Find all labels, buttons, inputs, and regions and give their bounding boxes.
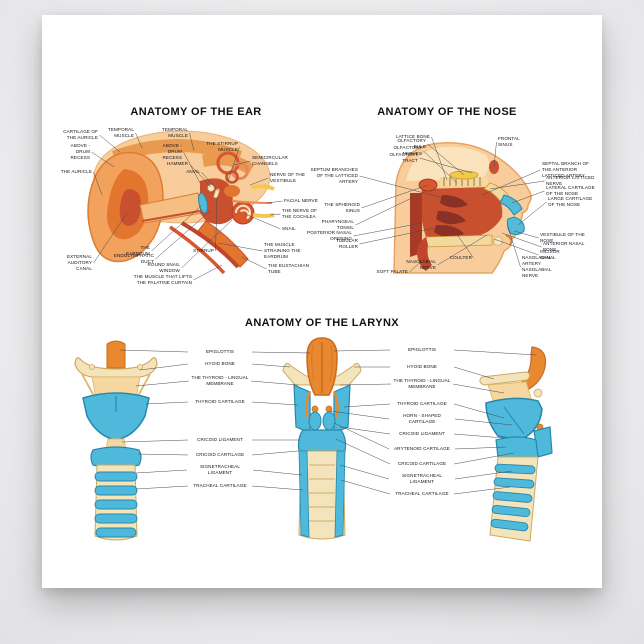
label-olfactory-nerves: OLFACTORY NERVES	[393, 145, 422, 156]
label-olfactory-tract: OLFACTORY TRACT	[389, 152, 418, 163]
label-arytenoid-cartilage: ARYTENOID CARTILAGE	[394, 446, 450, 452]
ear-section-title: ANATOMY OF THE EAR	[130, 106, 262, 118]
label-large-cartilage-of-the-nose: LARGE CARTILAGE OF THE NOSE	[548, 196, 593, 207]
label-lattice-bone: LATTICE BONE	[395, 134, 430, 140]
label-the-eustachian-tube: THE EUSTACHIAN TUBE	[268, 263, 310, 274]
label-the-auricle: THE AURICLE	[60, 169, 92, 175]
label-thyroid-cartilage: THYROID CARTILAGE	[397, 401, 447, 407]
label-septum-branches-of-the-latticed-artery: SEPTUM BRANCHES OF THE LATTICED ARTERY	[310, 167, 358, 184]
larynx-section-title: ANATOMY OF THE LARYNX	[244, 317, 400, 329]
label-anterior-nasal-bone: ANTERIOR NASAL BONE	[543, 241, 585, 252]
label-soft-palate: SOFT PALATE	[376, 269, 408, 275]
larynx-anterior-illustration	[74, 340, 158, 541]
label-lateral-cartilage-of-the-nose: LATERAL CARTILAGE OF THE NOSE	[546, 185, 595, 196]
label-the-thyroid-lingual-membrane: THE THYROID - LINGUAL MEMBRANE	[393, 378, 451, 389]
anatomy-poster: ANATOMY OF THE EAR ANATOMY OF THE NOSE A…	[42, 15, 602, 588]
label-temporal-muscle: TEMPORAL MUSCLE	[107, 127, 134, 138]
label-nasolabial-nerve: NASOLABIAL NERVE	[406, 259, 436, 270]
label-snail: SNAIL	[282, 226, 296, 232]
label-olfactory-bulb: OLFACTORY BULB	[397, 138, 426, 149]
label-epiglottis: EPIGLOTTIS	[407, 347, 437, 353]
label-hyoid-bone: HYOID BONE	[205, 361, 235, 367]
label-cricoid-ligament: CRICOID LIGAMENT	[197, 437, 243, 443]
label-tracheal-cartilage: TRACHEAL CARTILAGE	[395, 491, 449, 497]
label-the-thyroid-lingual-membrane: THE THYROID - LINGUAL MEMBRANE	[191, 375, 249, 386]
label-coulter: COULTER	[449, 255, 472, 261]
label-incisor-canal: INCISOR CANAL	[540, 249, 560, 260]
label-vestibule-of-the-nose: VESTIBULE OF THE NOSE	[540, 232, 585, 243]
label-round-snail-window: ROUND SNAIL WINDOW	[147, 262, 180, 273]
label-cricoid-cartilage: CRICOID CARTILAGE	[397, 461, 447, 467]
label-septal-branch-of-the-anterior-latticed-artery: SEPTAL BRANCH OF THE ANTERIOR LATTICED A…	[542, 161, 590, 178]
label-thyroid-cartilage: THYROID CARTILAGE	[195, 399, 245, 405]
label-above-drum-recess: ABOVE - DRUM RECESS	[70, 143, 90, 160]
label-cartilage-of-the-auricle: CARTILAGE OF THE AURICLE	[63, 129, 98, 140]
label-cricoid-cartilage: CRICOID CARTILAGE	[195, 452, 245, 458]
label-nasolabial-artery-nasolabial-nerve: NASOLABIAL ARTERY NASOLABIAL NERVE	[522, 255, 552, 278]
label-stirrup: STIRRUP	[193, 248, 214, 254]
label-cricoid-ligament: CRICOID LIGAMENT	[399, 431, 445, 437]
larynx-posterior-illustration	[282, 337, 362, 540]
label-the-sphenoid-sinus: THE SPHENOID SINUS	[324, 202, 360, 213]
label-the-muscle-that-lifts-the-palatine-curtain: THE MUSCLE THAT LIFTS THE PALATINE CURTA…	[133, 274, 192, 285]
label-frontal-sinus: FRONTAL SINUS	[498, 136, 520, 147]
label-anvil: ANVIL	[186, 169, 200, 175]
label-tubular-roller: TUBULAR ROLLER	[335, 238, 358, 249]
label-signetracheal-ligament: SIGNETRACHEAL LIGAMENT	[199, 464, 241, 475]
diagram-labels-layer: CARTILAGE OF THE AURICLE ABOVE - DRUM REC…	[42, 15, 602, 588]
label-hammer: HAMMER	[166, 161, 188, 167]
label-pharyngeal-tonsil: PHARYNGEAL TONSIL	[321, 219, 354, 230]
label-anterior-latticed-nerve: ANTERIOR LATTICED NERVE	[546, 175, 595, 186]
label-the-eardrum: THE EARDRUM	[126, 245, 150, 256]
label-posterior-nasal-opening: POSTERIOR NASAL OPENING	[307, 230, 352, 241]
label-semicircular-channels: SEMICIRCULAR CHANNELS	[252, 155, 288, 166]
label-horn-shaped-cartilage: HORN - SHAPED CARTILAGE	[403, 413, 441, 424]
label-temporal-muscle: TEMPORAL MUSCLE	[161, 127, 188, 138]
label-signetracheal-ligament: SIGNETRACHEAL LIGAMENT	[401, 473, 443, 484]
label-the-stirrup-muscle: THE STIRRUP MUSCLE	[206, 141, 238, 152]
label-the-nerve-of-the-cochlea: THE NERVE OF THE COCHLEA	[282, 208, 318, 219]
label-endolymphatic-duct: ENDOLYMPHATIC DUCT	[113, 253, 154, 264]
label-above-drum-recess: ABOVE - DRUM RECESS	[162, 143, 182, 160]
label-epiglottis: EPIGLOTTIS	[205, 349, 235, 355]
label-external-auditory-canal: EXTERNAL AUDITORY CANAL	[66, 254, 92, 271]
label-the-muscle-straining-the-eardrum: THE MUSCLE STRAINING THE EARDRUM	[264, 242, 301, 259]
label-facial-nerve: FACIAL NERVE	[284, 198, 318, 204]
label-tracheal-cartilage: TRACHEAL CARTILAGE	[193, 483, 247, 489]
nose-section-title: ANATOMY OF THE NOSE	[377, 106, 517, 118]
label-hyoid-bone: HYOID BONE	[407, 364, 437, 370]
label-nerve-of-the-vestibule: NERVE OF THE VESTIBULE	[270, 172, 305, 183]
